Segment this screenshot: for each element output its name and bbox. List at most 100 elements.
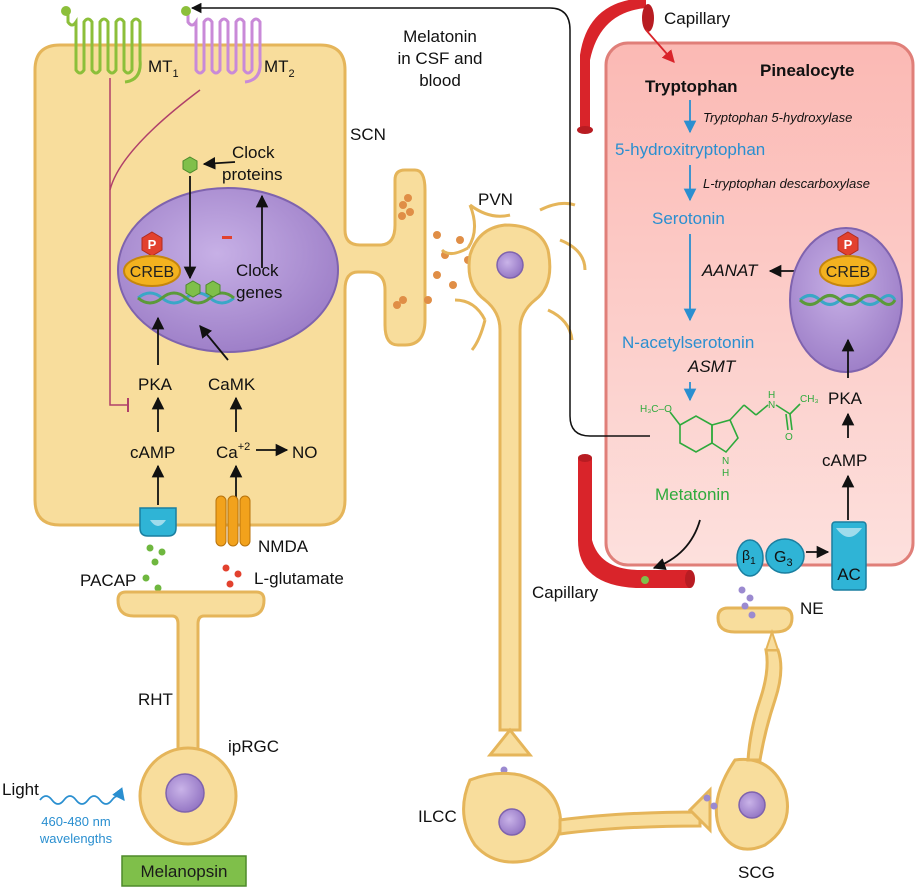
clock-protein-icon	[182, 156, 198, 174]
vesicle	[703, 794, 711, 802]
ne-terminal	[716, 606, 794, 651]
camp-right-label: cAMP	[822, 451, 867, 470]
glutamate-vesicle	[226, 580, 234, 588]
glutamate-vesicle	[222, 564, 230, 572]
pka-left-label: PKA	[138, 375, 173, 394]
g3-protein	[765, 538, 805, 574]
mt1-inhibition-line	[109, 78, 128, 406]
camk-label: CaMK	[208, 375, 256, 394]
mt2-label: MT2	[264, 57, 295, 80]
vesicle	[424, 296, 432, 304]
vesicle	[406, 208, 414, 216]
vesicle	[449, 281, 457, 289]
molecule-ch3: CH₃	[800, 394, 819, 405]
wavelength-label-1: 460-480 nm	[41, 814, 110, 829]
iprgc-label: ipRGC	[228, 737, 279, 756]
ac-enzyme	[831, 521, 867, 591]
capillary-top	[580, 0, 646, 130]
melanopsin-label: Melanopsin	[141, 862, 228, 881]
molecule-o: O	[785, 432, 793, 443]
vesicle	[398, 212, 406, 220]
creb-right	[819, 255, 877, 287]
vesicle	[404, 194, 412, 202]
scn-label: SCN	[350, 125, 386, 144]
creb-label-right: CREB	[826, 264, 870, 281]
clock-genes-label-1: Clock	[236, 261, 279, 280]
scn-nucleus	[117, 187, 339, 353]
capillary-top-label: Capillary	[664, 9, 731, 28]
ne-vesicle	[748, 611, 756, 619]
beta1-receptor	[736, 539, 764, 577]
g3-label: G3	[774, 549, 793, 569]
ne-vesicle	[738, 586, 746, 594]
creb-label-left: CREB	[130, 264, 174, 281]
creb-left	[123, 255, 181, 287]
melatonin-csf-label-2: in CSF and	[397, 49, 482, 68]
melatonin-in-capillary	[641, 576, 649, 584]
no-label: NO	[292, 443, 318, 462]
pvn-terminal	[486, 727, 534, 757]
mt1-receptor	[61, 6, 142, 84]
vesicle	[393, 301, 401, 309]
scg-label: SCG	[738, 863, 775, 882]
molecule-h: H	[768, 390, 775, 401]
asmt-label: ASMT	[687, 357, 737, 376]
pvn-neuron	[440, 201, 587, 732]
camp-left-label: cAMP	[130, 443, 175, 462]
mt2-inhibition-line	[109, 89, 201, 191]
serotonin-label: Serotonin	[652, 209, 725, 228]
pinealocyte-label: Pinealocyte	[760, 61, 855, 80]
ilcc-label: ILCC	[418, 807, 457, 826]
n-acetylserotonin-label: N-acetylserotonin	[622, 333, 754, 352]
vesicle	[710, 802, 718, 810]
molecule-n: N	[768, 400, 775, 411]
pacap-vesicle	[146, 544, 154, 552]
capillary-bottom-label: Capillary	[532, 583, 599, 602]
l-glutamate-label: L-glutamate	[254, 569, 344, 588]
tryptophan-label: Tryptophan	[645, 77, 738, 96]
vesicle	[433, 271, 441, 279]
molecule-nh: N	[722, 456, 729, 467]
nmda-receptor	[215, 495, 251, 547]
vesicle	[433, 231, 441, 239]
tryptophan-hydroxylase-label: Tryptophan 5-hydroxylase	[703, 110, 852, 125]
arrow-label-to-protein	[202, 156, 236, 170]
ne-vesicle	[741, 602, 749, 610]
pvn-label: PVN	[478, 190, 513, 209]
aanat-label: AANAT	[701, 261, 759, 280]
vesicle	[456, 236, 464, 244]
clock-protein-icon	[185, 280, 201, 298]
iprgc-neuron	[116, 590, 266, 846]
clock-proteins-label-1: Clock	[232, 143, 275, 162]
arrow-capillary-to-tryptophan	[645, 29, 675, 63]
pacap-vesicle	[154, 584, 162, 592]
pacap-label: PACAP	[80, 571, 136, 590]
light-label: Light	[2, 780, 39, 799]
hydroxitryptophan-label: 5-hydroxitryptophan	[615, 140, 765, 159]
mrna-mark	[222, 236, 232, 239]
mt1-label: MT1	[148, 57, 179, 80]
capillary-top-end	[642, 4, 654, 32]
phospho-label-left: P	[148, 237, 157, 252]
ne-label: NE	[800, 599, 824, 618]
clock-proteins-label-2: proteins	[222, 165, 282, 184]
arrow-camk-to-creb	[199, 325, 229, 361]
molecule-h-ring: H	[722, 468, 729, 479]
melanopsin-box	[121, 855, 247, 887]
scg-neuron	[687, 648, 789, 851]
pacap-vesicle	[142, 574, 150, 582]
pacap-vesicle	[158, 548, 166, 556]
ca-label: Ca+2	[216, 441, 250, 462]
melatonin-csf-label-3: blood	[419, 71, 461, 90]
rht-label: RHT	[138, 690, 173, 709]
metatonin-label: Metatonin	[655, 485, 730, 504]
melatonin-csf-label-1: Melatonin	[403, 27, 477, 46]
pacap-receptor	[139, 507, 177, 537]
ac-label: AC	[837, 565, 861, 584]
molecule-h3co: H₃C–O	[640, 404, 672, 415]
beta1-label: β1	[742, 547, 756, 567]
capillary-bottom	[578, 458, 690, 588]
ne-vesicle	[746, 594, 754, 602]
glutamate-vesicle	[234, 570, 242, 578]
